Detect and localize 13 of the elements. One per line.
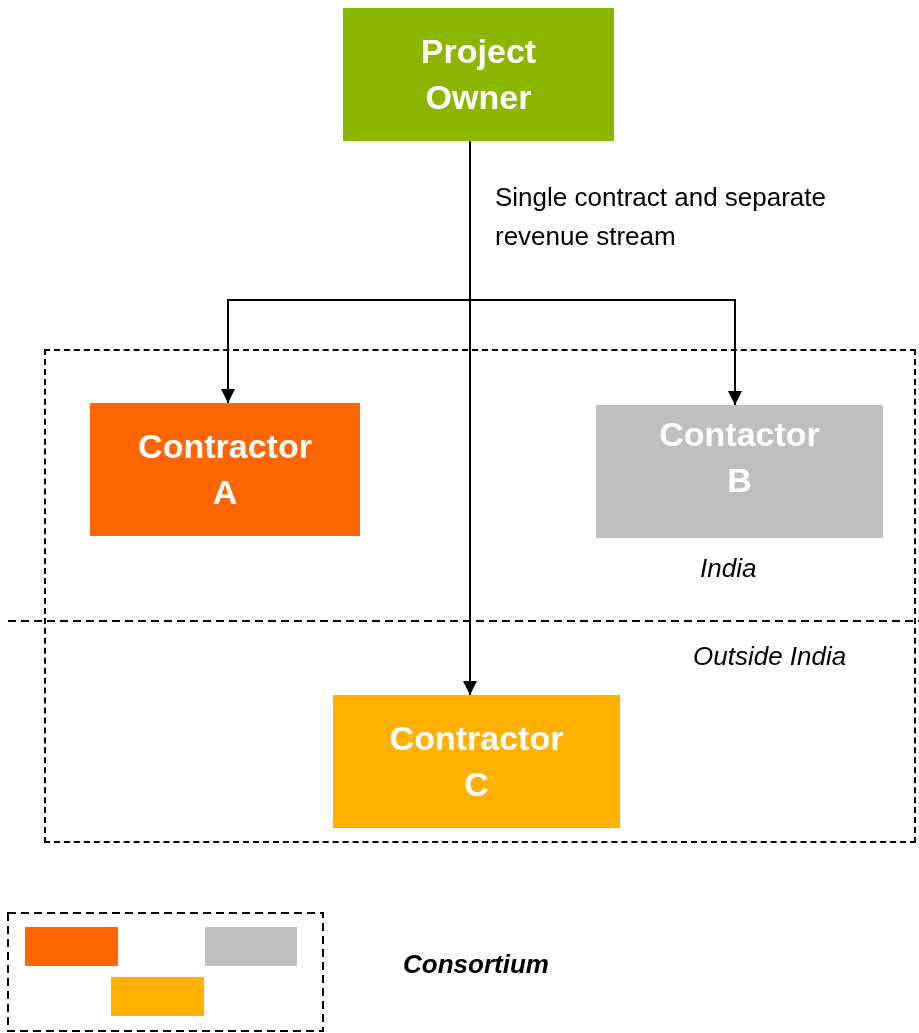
process-box bbox=[596, 405, 883, 538]
box-label: Contactor B bbox=[659, 413, 820, 501]
process-box bbox=[90, 403, 360, 536]
region-label: India bbox=[700, 553, 757, 584]
box-label: Contractor C bbox=[389, 717, 564, 805]
process-box bbox=[343, 8, 614, 141]
box-label: Project Owner bbox=[420, 30, 537, 118]
region-label: Outside India bbox=[693, 641, 847, 672]
legend-label: Consortium bbox=[403, 949, 549, 980]
dashed-group-box bbox=[44, 349, 916, 843]
edge-label: Single contract and separate revenue stream bbox=[495, 181, 827, 253]
box-label: Contractor A bbox=[138, 425, 312, 513]
process-box bbox=[333, 695, 620, 828]
